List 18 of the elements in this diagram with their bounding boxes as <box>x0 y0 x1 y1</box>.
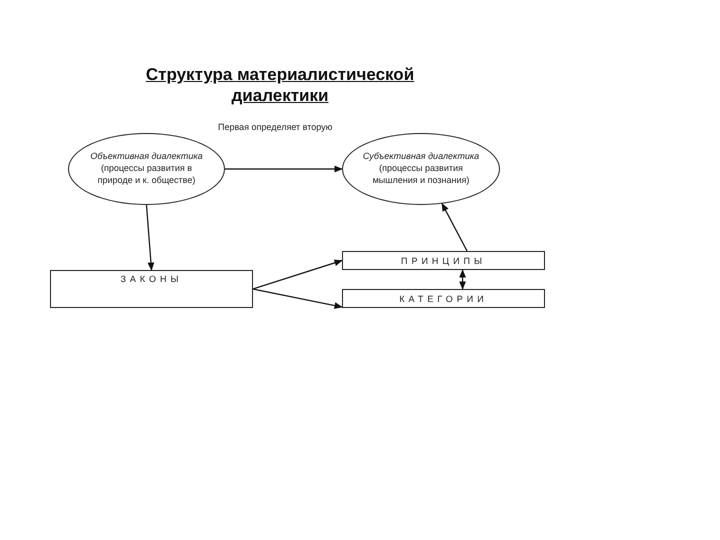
node-text: (процессы развития мышления и познания) <box>372 163 470 187</box>
arrow <box>225 166 343 172</box>
arrow <box>252 260 343 290</box>
arrow <box>441 202 468 252</box>
node-heading: Субъективная диалектика <box>362 151 480 164</box>
process-box <box>342 289 545 308</box>
node-heading: Объективная диалектика <box>90 151 203 164</box>
node-label: ЗАКОНЫ <box>120 274 183 284</box>
edge-label: Первая определяет вторую <box>216 122 334 132</box>
arrow <box>459 269 466 290</box>
node-label: ПРИНЦИПЫ <box>400 256 486 266</box>
process-box <box>50 270 253 308</box>
node-label: КАТЕГОРИИ <box>399 294 488 304</box>
diagram-title: Структура материалистической диалектики <box>144 64 416 106</box>
process-box <box>342 251 545 270</box>
arrow <box>146 204 154 271</box>
arrow <box>252 288 343 309</box>
node-text: (процессы развития в природе и к. обществе) <box>96 163 196 187</box>
